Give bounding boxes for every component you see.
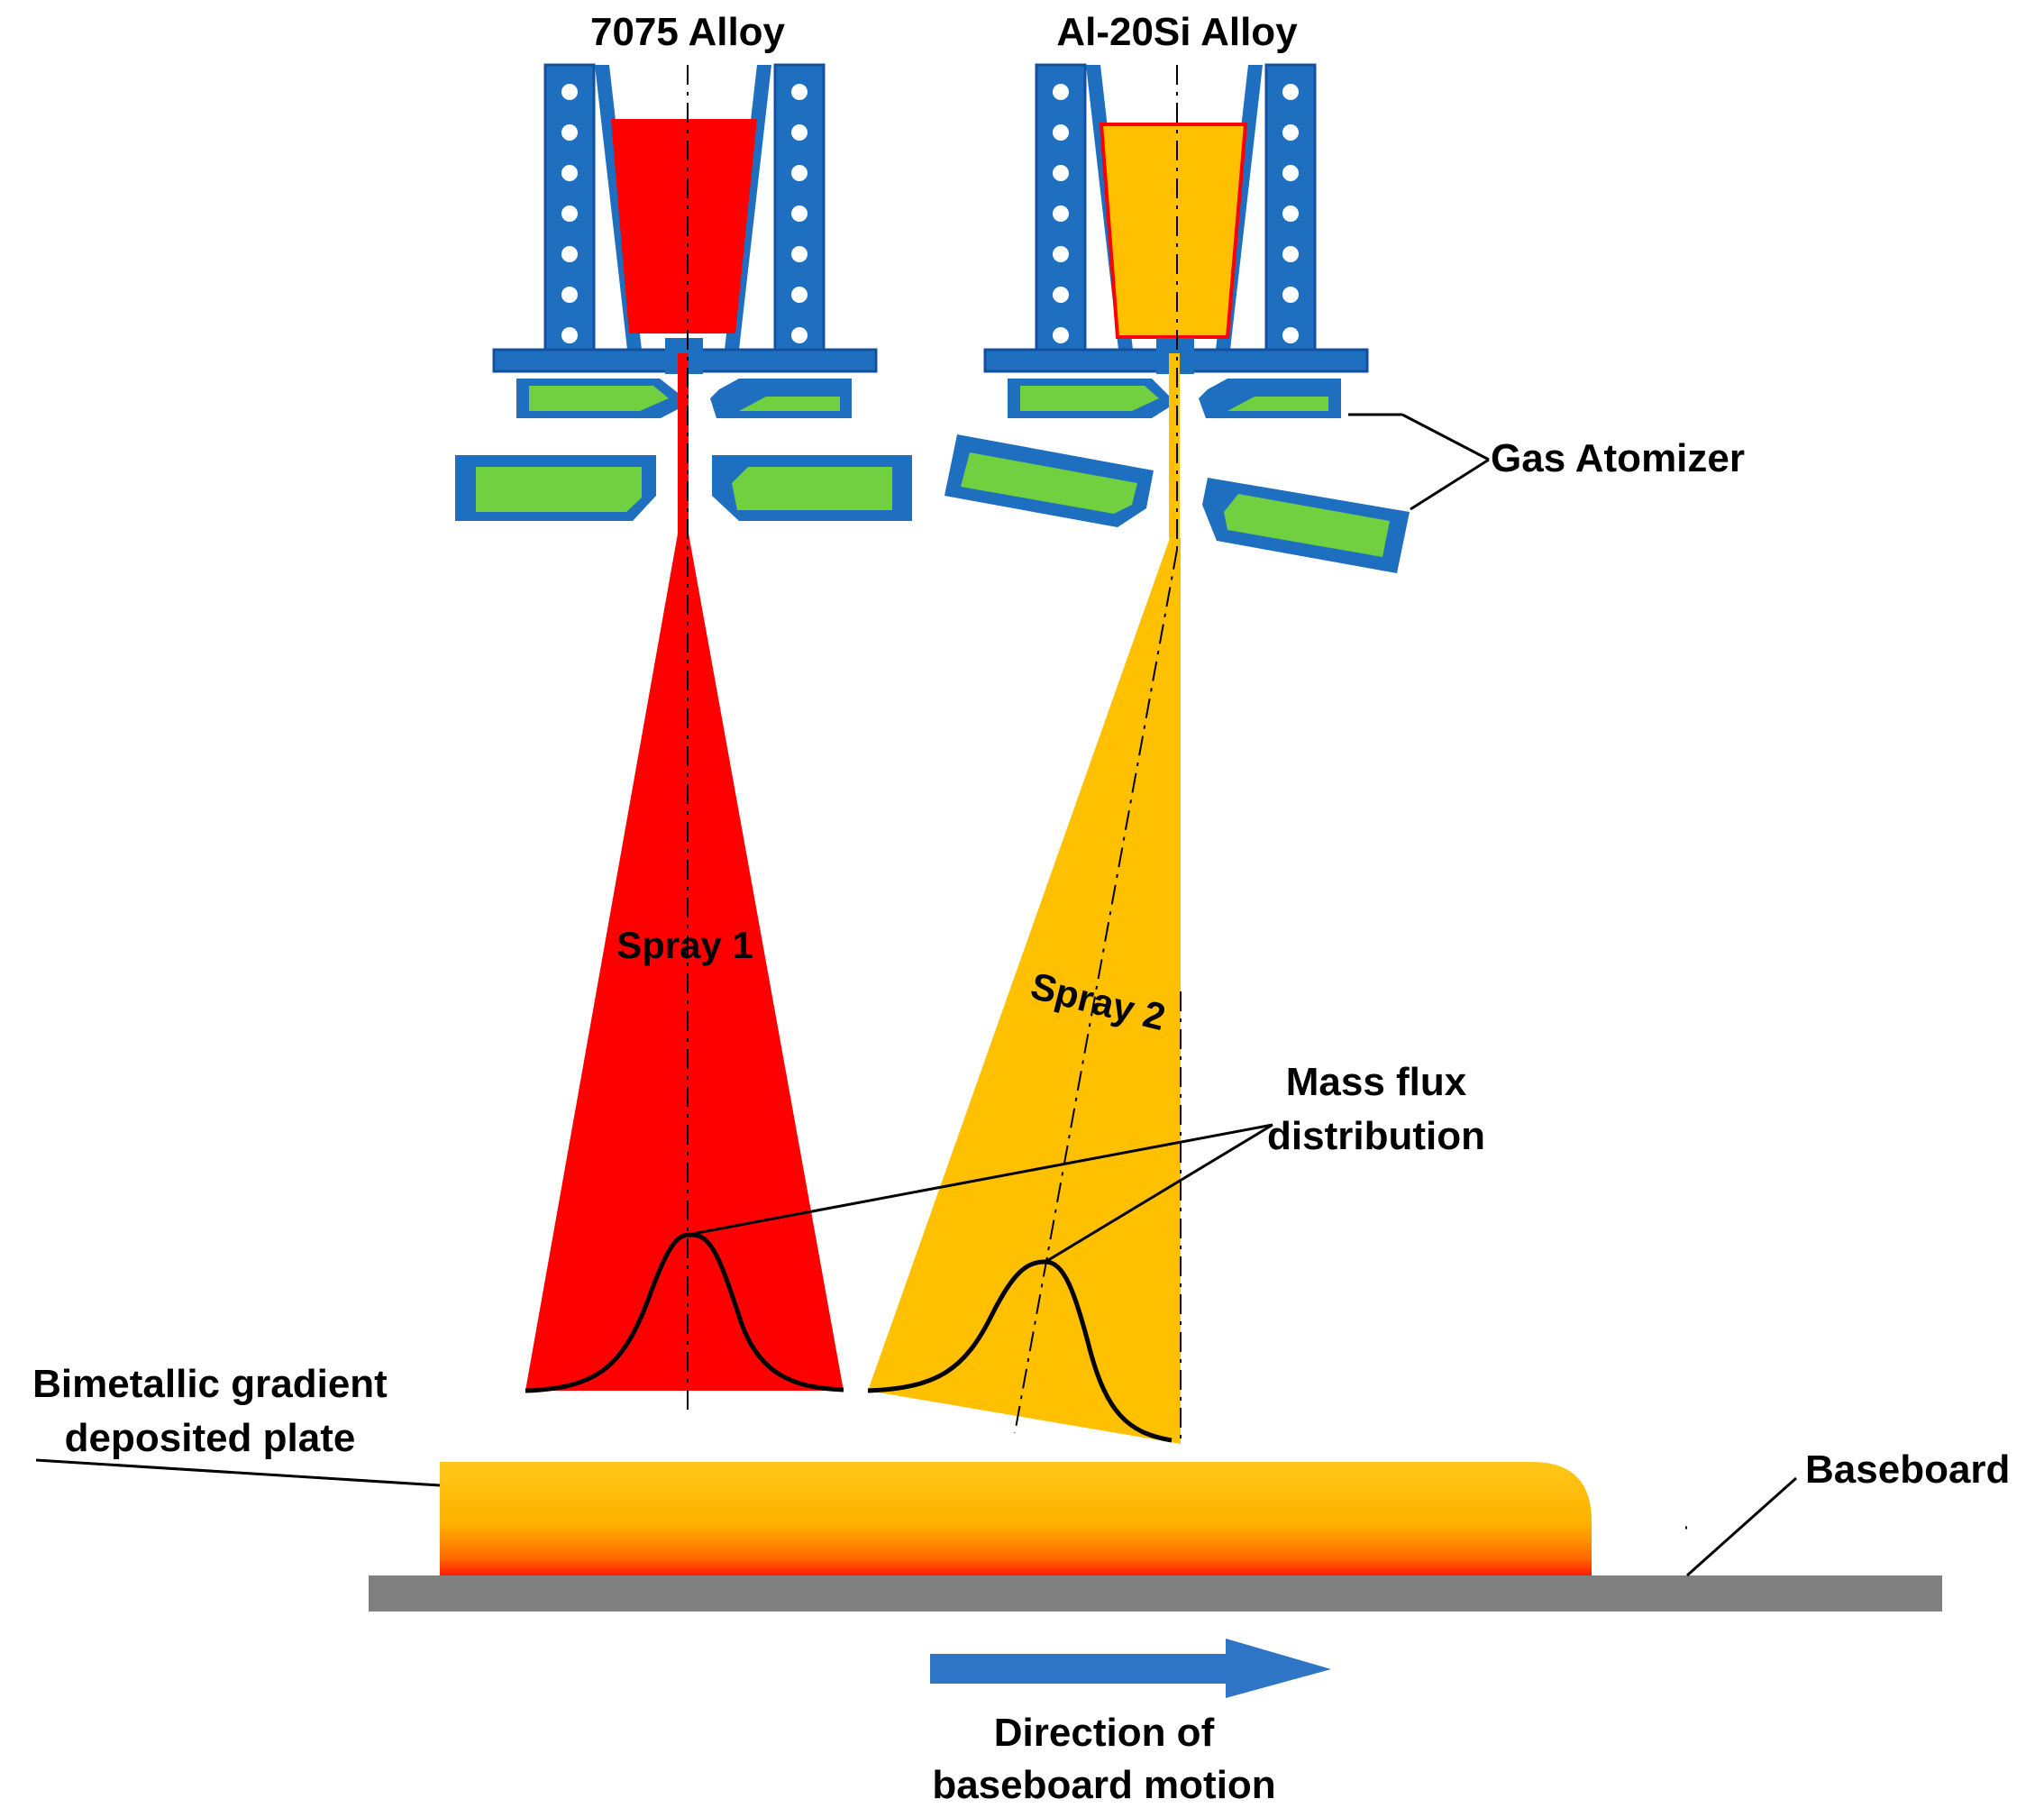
label-alloy-al20si: Al-20Si Alloy [1056,10,1298,54]
label-mass-flux-line1: Mass flux [1286,1060,1467,1104]
deposited-plate [440,1462,1592,1575]
spray-cone-2 [868,538,1181,1444]
atomizer-insert [1227,397,1328,411]
crucible-7075 [611,119,757,333]
atomizer-insert [529,386,669,411]
atomizer-insert [1020,386,1159,411]
label-gas-atomizer: Gas Atomizer [1491,436,1745,480]
frame-column-left-inner [773,63,826,355]
atomizer-insert [476,467,642,512]
leader-baseboard [1686,1476,1797,1577]
label-spray-1: Spray 1 [616,924,753,966]
label-plate-line1: Bimetallic gradient [32,1362,388,1406]
frame-column-right-outer [1035,63,1087,355]
leader-mass-flux [1045,1123,1273,1264]
motion-arrow [930,1639,1331,1698]
label-baseboard: Baseboard [1805,1447,2010,1492]
melt-stream-al20si [1169,353,1180,538]
atomizer-insert [739,397,840,411]
baseboard [369,1575,1942,1612]
frame-column-right-inner [1264,63,1317,355]
centerline-spray-2 [1014,549,1178,1434]
atomizer-unit-al20si [944,63,1410,573]
atomizer-insert [732,467,892,510]
spray-cone-1 [525,534,844,1391]
frame-column-left-outer [543,63,596,355]
label-plate-line2: deposited plate [65,1416,356,1460]
leader-gas-atomizer [1401,413,1490,461]
melt-stream-7075 [678,353,689,534]
label-mass-flux-line2: distribution [1267,1114,1485,1158]
crucible-al20si [1099,123,1248,339]
atomizer-unit-7075 [455,63,912,534]
label-alloy-7075: 7075 Alloy [590,10,786,54]
leader-plate [35,1458,441,1487]
leader-mass-flux [687,1123,1273,1237]
atomizer-insert [1224,494,1390,557]
label-direction-line1: Direction of [994,1711,1215,1755]
label-direction-line2: baseboard motion [932,1763,1275,1807]
atomizer-insert [961,452,1137,514]
leader-gas-atomizer [1410,458,1490,511]
